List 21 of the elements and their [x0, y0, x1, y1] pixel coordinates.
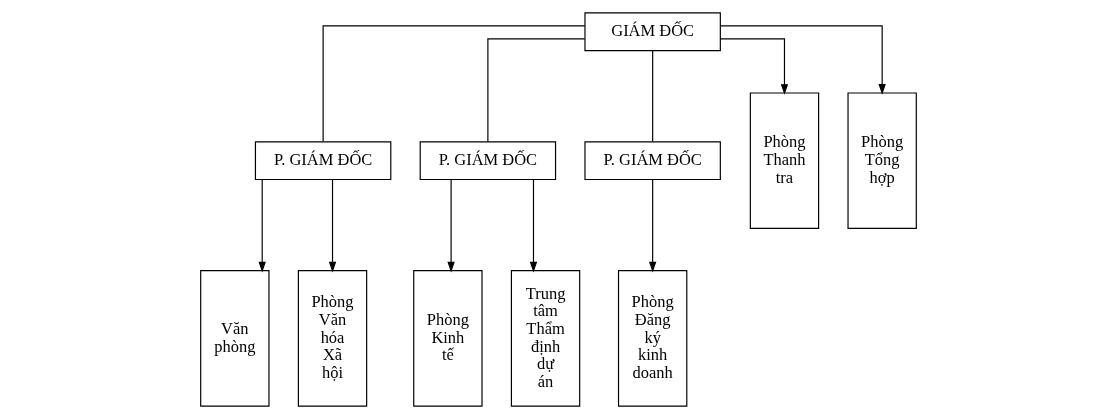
node-box: GIÁM ĐỐC [584, 12, 721, 52]
arrow [719, 38, 789, 95]
arrow [328, 179, 337, 273]
arrow [529, 179, 538, 273]
connector [652, 50, 654, 143]
node-box: Phòng Thanh tra [749, 92, 820, 229]
connector [322, 25, 586, 142]
arrow [648, 179, 657, 273]
node-box: P. GIÁM ĐỐC [584, 141, 721, 181]
node-box: Văn phòng [200, 270, 270, 407]
node-box: Phòng Tổng hợp [847, 92, 917, 229]
arrow [258, 179, 266, 273]
node-box: Trung tâm Thẩm định dự án [510, 270, 581, 407]
node-box: Phòng Kinh tế [413, 270, 483, 407]
arrow [447, 179, 455, 273]
node-box: Phòng Văn hóa Xã hội [297, 270, 368, 407]
node-box: Phòng Đăng ký kinh doanh [617, 270, 688, 407]
arrow [720, 25, 886, 95]
connector [487, 38, 586, 143]
node-box: P. GIÁM ĐỐC [419, 141, 557, 181]
node-box: P. GIÁM ĐỐC [254, 141, 392, 181]
